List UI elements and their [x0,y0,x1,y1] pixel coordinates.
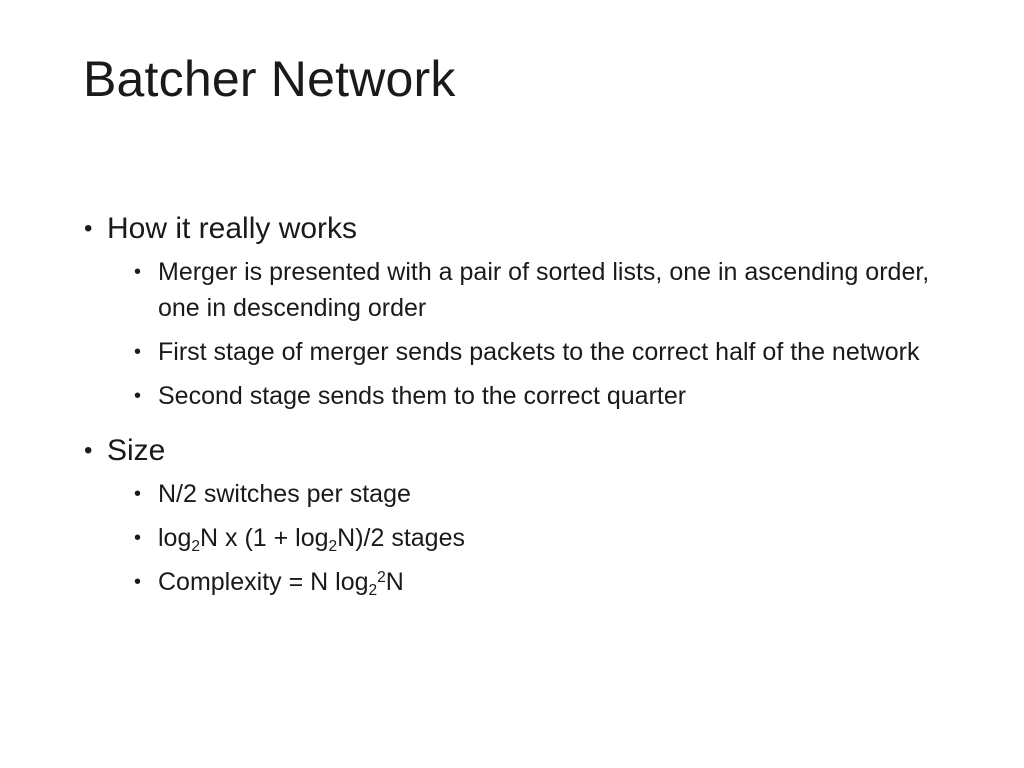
stages-part-1: log [158,524,192,552]
stages-part-2: N x (1 + log [200,524,329,552]
bullet-text: Size [107,434,166,467]
sub-bullet-merger: • Merger is presented with a pair of sor… [84,254,958,326]
bullet-how-it-works: • How it really works [84,206,964,252]
sub-bullet-list-how-it-works: • Merger is presented with a pair of sor… [84,254,964,414]
sub-bullet-dot-icon: • [134,483,142,505]
complexity-text: Complexity = N log22N [158,568,404,600]
sub-bullet-dot-icon: • [134,385,142,407]
sub-bullet-first-stage: • First stage of merger sends packets to… [84,334,958,370]
bullet-text: How it really works [107,212,358,245]
sub-bullet-dot-icon: • [134,261,142,283]
sub-bullet-text: Second stage sends them to the correct q… [158,382,687,410]
sub-bullet-complexity: • Complexity = N log22N [84,564,958,600]
stages-subscript-2: 2 [328,538,338,556]
sub-bullet-stages: • log2N x (1 + log2N)/2 stages [84,520,958,556]
slide-title: Batcher Network [83,51,456,107]
complexity-part-2: N [385,568,404,596]
sub-bullet-switches: • N/2 switches per stage [84,476,958,512]
complexity-superscript: 2 [377,569,386,587]
bullet-dot-icon: • [84,215,93,242]
sub-bullet-dot-icon: • [134,571,142,593]
complexity-subscript: 2 [368,582,378,600]
sub-bullet-dot-icon: • [134,527,142,549]
stages-text: log2N x (1 + log2N)/2 stages [158,524,465,556]
bullet-size: • Size [84,428,964,474]
sub-bullet-dot-icon: • [134,341,142,363]
sub-bullet-second-stage: • Second stage sends them to the correct… [84,378,958,414]
sub-bullet-text: N/2 switches per stage [158,480,411,508]
complexity-part-1: Complexity = N log [158,568,369,596]
slide-body: • How it really works • Merger is presen… [84,206,964,614]
sub-bullet-text: Merger is presented with a pair of sorte… [158,258,930,322]
bullet-dot-icon: • [84,437,93,464]
sub-bullet-list-size: • N/2 switches per stage • log2N x (1 + … [84,476,964,600]
stages-subscript-1: 2 [191,538,200,556]
sub-bullet-text: First stage of merger sends packets to t… [158,338,920,366]
stages-part-3: N)/2 stages [337,524,465,552]
